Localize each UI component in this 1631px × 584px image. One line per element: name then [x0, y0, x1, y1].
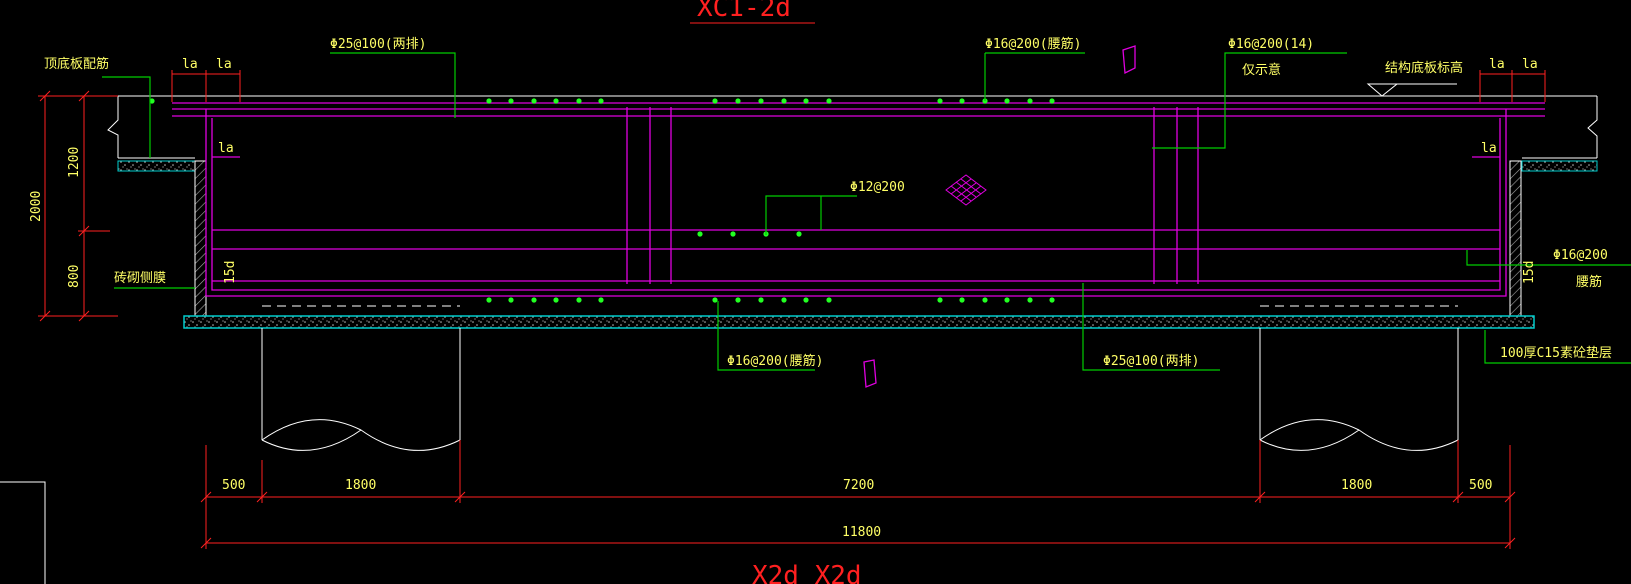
brick-wall-left [194, 160, 207, 317]
rebar-dot [576, 98, 582, 104]
rebar-dot [508, 98, 514, 104]
rebar-dot [1027, 297, 1033, 303]
rebar-dot [937, 297, 943, 303]
label-struct-level: 结构底板标高 [1385, 60, 1463, 76]
leader-lines [102, 52, 1631, 371]
rebar-dot [781, 98, 787, 104]
label-mid-bar: Φ12@200 [850, 180, 905, 195]
dim-left-edge: 500 [222, 478, 245, 493]
label-right-side-bar: Φ16@200 [1553, 248, 1608, 263]
dim-total-height: 2000 [29, 191, 44, 222]
rebar-cage [172, 102, 1545, 297]
dim-total-width: 11800 [842, 525, 881, 540]
rebar-dot [712, 98, 718, 104]
label-cushion: 100厚C15素砼垫层 [1500, 345, 1612, 361]
fifteen-d-left: 15d [223, 261, 238, 284]
dim-right-pile: 1800 [1341, 478, 1372, 493]
section-mark-top [1122, 45, 1136, 75]
rebar-dot [1049, 297, 1055, 303]
label-top-bar-mid: Φ16@200(腰筋) [985, 36, 1081, 52]
rebar-dot [803, 98, 809, 104]
rebar-dot [735, 98, 741, 104]
dim-lower-height: 800 [67, 265, 82, 288]
vertical-dimensions [38, 90, 118, 322]
rebar-dot [758, 98, 764, 104]
rebar-dot [937, 98, 943, 104]
rebar-dots [149, 98, 1055, 303]
section-title-top: XC1-2d [697, 0, 791, 23]
rebar-dot [796, 231, 802, 237]
brick-wall-right [1509, 160, 1522, 317]
rebar-dot [553, 297, 559, 303]
label-top-right-note: 仅示意 [1242, 62, 1281, 78]
rebar-dot [531, 297, 537, 303]
mesh-symbol [945, 174, 987, 206]
rebar-dot [697, 231, 703, 237]
rebar-dot [982, 297, 988, 303]
rebar-dot [508, 297, 514, 303]
label-left-note: 顶底板配筋 [44, 56, 109, 72]
rebar-dot [730, 231, 736, 237]
rebar-dot [826, 98, 832, 104]
rebar-dot [553, 98, 559, 104]
rebar-dot [598, 297, 604, 303]
label-brick-wall: 砖砌侧膜 [114, 271, 166, 286]
rebar-dot [598, 98, 604, 104]
label-right-side-sub: 腰筋 [1576, 274, 1602, 290]
horizontal-dimensions [200, 440, 1516, 549]
la-label-4: la [1522, 57, 1538, 72]
la-label-1: la [182, 57, 198, 72]
rebar-dot [486, 297, 492, 303]
level-triangle [1366, 83, 1399, 97]
dim-upper-height: 1200 [67, 147, 82, 178]
rebar-dot [149, 98, 155, 104]
rebar-dot [758, 297, 764, 303]
rebar-dot [959, 297, 965, 303]
la-label-2: la [216, 57, 232, 72]
label-top-bar-left: Φ25@100(两排) [330, 37, 426, 52]
rebar-dot [531, 98, 537, 104]
rebar-dot [1027, 98, 1033, 104]
section-mark-bottom [863, 359, 877, 388]
fifteen-d-right: 15d [1522, 261, 1537, 284]
rebar-dot [1004, 297, 1010, 303]
dim-right-edge: 500 [1469, 478, 1492, 493]
la-label-3: la [1489, 57, 1505, 72]
rebar-dot [712, 297, 718, 303]
grade-lines [107, 95, 1598, 159]
la-label-6: la [1481, 141, 1497, 156]
section-title-bottom: X2d X2d [752, 561, 862, 584]
cushion-layer [183, 315, 1535, 329]
rebar-dot [803, 297, 809, 303]
rebar-dot [576, 297, 582, 303]
pile-left [261, 305, 461, 451]
rebar-dot [781, 297, 787, 303]
ground-fill-left [117, 160, 196, 172]
rebar-dot [735, 297, 741, 303]
ground-fill-right [1521, 160, 1598, 172]
dim-left-pile: 1800 [345, 478, 376, 493]
rebar-dot [486, 98, 492, 104]
pile-right [1259, 305, 1459, 451]
label-top-bar-right: Φ16@200(14) [1228, 37, 1314, 52]
frame-fragment [0, 481, 46, 584]
label-bottom-bar-right: Φ25@100(两排) [1103, 354, 1199, 369]
la-label-5: la [218, 141, 234, 156]
la-markers [171, 70, 1546, 102]
rebar-dot [826, 297, 832, 303]
label-bottom-bar-left: Φ16@200(腰筋) [727, 353, 823, 369]
rebar-dot [1004, 98, 1010, 104]
dim-middle: 7200 [843, 478, 874, 493]
rebar-dot [1049, 98, 1055, 104]
rebar-dot [959, 98, 965, 104]
